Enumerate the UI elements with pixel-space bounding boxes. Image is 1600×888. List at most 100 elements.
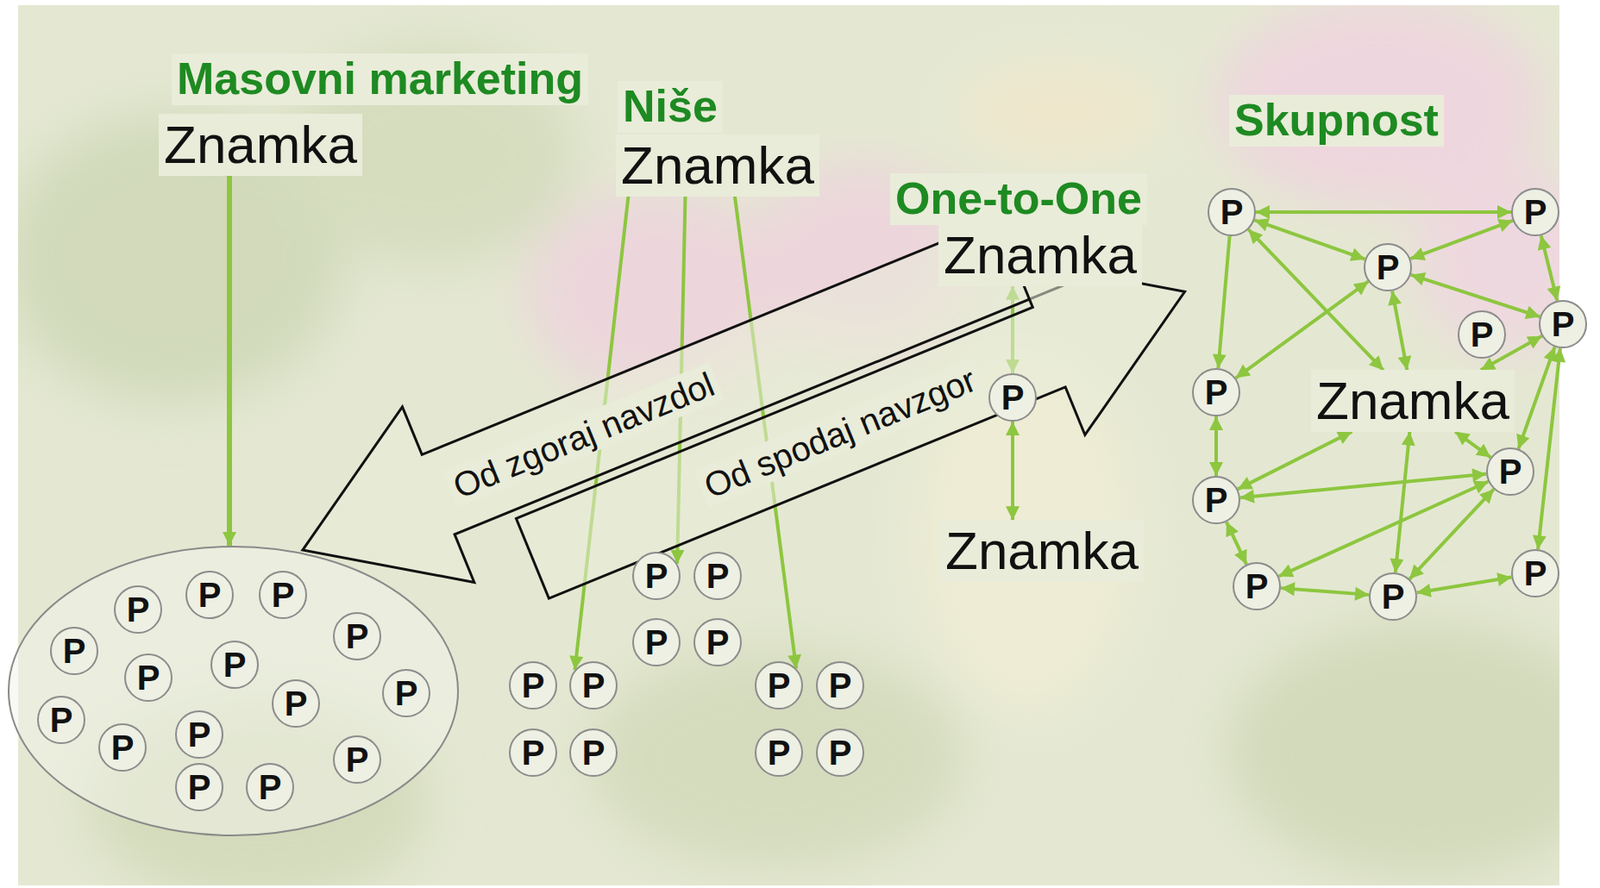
person-letter: P [645, 625, 669, 660]
person-circle: P [175, 710, 224, 760]
person-circle: P [210, 640, 259, 690]
person-letter: P [137, 660, 161, 696]
person-letter: P [126, 592, 151, 628]
green-arrow [1226, 521, 1247, 565]
green-arrow [1395, 432, 1411, 574]
person-circle: P [508, 728, 558, 778]
person-circle: P [632, 552, 681, 601]
person-letter: P [258, 770, 283, 805]
person-letter: P [50, 702, 74, 738]
person-circle: P [754, 661, 804, 710]
person-letter: P [1381, 579, 1406, 615]
person-letter: P [1376, 250, 1400, 285]
person-circle: P [382, 669, 431, 718]
person-circle: P [1207, 188, 1256, 237]
person-letter: P [1001, 380, 1025, 415]
brand-text: Znamka [940, 520, 1144, 582]
person-letter: P [223, 647, 247, 683]
person-letter: P [767, 668, 791, 703]
person-letter: P [395, 676, 419, 711]
green-arrow [1455, 432, 1491, 459]
person-letter: P [1499, 454, 1523, 490]
green-arrow [1280, 588, 1369, 596]
person-circle: P [569, 728, 618, 778]
green-arrow [226, 175, 233, 546]
person-circle: P [693, 618, 742, 667]
section-heading: Skupnost [1229, 94, 1444, 147]
person-circle: P [988, 373, 1037, 422]
green-arrow [1236, 281, 1369, 378]
green-arrow [1417, 577, 1513, 594]
person-letter: P [62, 633, 87, 669]
green-arrow [1409, 489, 1494, 579]
person-letter: P [345, 742, 370, 778]
block-arrow-shape [495, 203, 1220, 647]
person-circle: P [1486, 447, 1535, 496]
person-letter: P [345, 619, 370, 654]
person-letter: P [198, 577, 222, 613]
person-circle: P [1232, 562, 1281, 611]
person-circle: P [124, 653, 173, 703]
person-letter: P [1470, 317, 1494, 352]
green-arrow [1255, 210, 1512, 214]
section-heading-holder: Skupnost [1229, 94, 1444, 147]
person-circle: P [693, 552, 742, 601]
person-letter: P [271, 577, 295, 613]
green-arrow [1410, 220, 1513, 259]
person-circle: P [1457, 310, 1506, 359]
brand-label: Znamka [940, 520, 1144, 582]
person-letter: P [1204, 375, 1229, 410]
person-circle: P [185, 570, 234, 620]
person-letter: P [767, 735, 791, 771]
person-letter: P [828, 668, 853, 703]
person-letter: P [828, 735, 853, 771]
person-circle: P [815, 661, 865, 710]
green-arrow [1214, 416, 1218, 477]
person-circle: P [1192, 476, 1241, 525]
person-letter: P [188, 717, 212, 753]
person-letter: P [1245, 569, 1269, 604]
person-letter: P [521, 735, 546, 771]
person-circle: P [98, 723, 147, 772]
person-letter: P [582, 668, 606, 703]
person-circle: P [245, 763, 295, 812]
person-circle: P [271, 679, 320, 728]
green-arrow [1541, 235, 1558, 302]
foliage [586, 646, 967, 872]
green-arrow [1237, 432, 1352, 490]
hydrangea [1414, 163, 1560, 354]
person-letter: P [1551, 307, 1575, 342]
brand-text: Znamka [158, 113, 363, 176]
green-arrow [1537, 348, 1561, 550]
section-heading: Masovni marketing [171, 53, 589, 106]
person-letter: P [645, 558, 669, 594]
mass-market-ellipse: PPPPPPPPPPPPPPP [7, 545, 459, 837]
brand-text: Znamka [615, 134, 820, 196]
brand-text: Znamka [938, 224, 1142, 286]
person-letter: P [521, 668, 546, 703]
person-letter: P [111, 730, 135, 766]
person-circle: P [332, 735, 382, 785]
person-circle: P [1363, 243, 1412, 292]
person-letter: P [1204, 483, 1229, 518]
section-heading-holder: Masovni marketing [171, 53, 589, 106]
person-letter: P [706, 558, 730, 594]
person-letter: P [1524, 556, 1548, 591]
person-circle: P [632, 618, 681, 667]
brand-label: Znamka [158, 113, 363, 176]
person-circle: P [1538, 300, 1588, 349]
person-circle: P [754, 728, 804, 778]
person-circle: P [175, 763, 224, 812]
person-circle: P [1192, 368, 1241, 417]
green-arrow [1248, 229, 1383, 371]
person-circle: P [569, 661, 618, 710]
person-circle: P [508, 661, 558, 710]
person-letter: P [1524, 194, 1548, 230]
person-letter: P [706, 625, 730, 660]
person-letter: P [1220, 194, 1244, 230]
arrow-text: Od spodaj navzgor [693, 357, 986, 509]
section-heading: Niše [617, 81, 723, 133]
person-circle: P [258, 570, 308, 620]
green-arrow [1217, 236, 1230, 369]
brand-label: Znamka [1311, 370, 1515, 432]
